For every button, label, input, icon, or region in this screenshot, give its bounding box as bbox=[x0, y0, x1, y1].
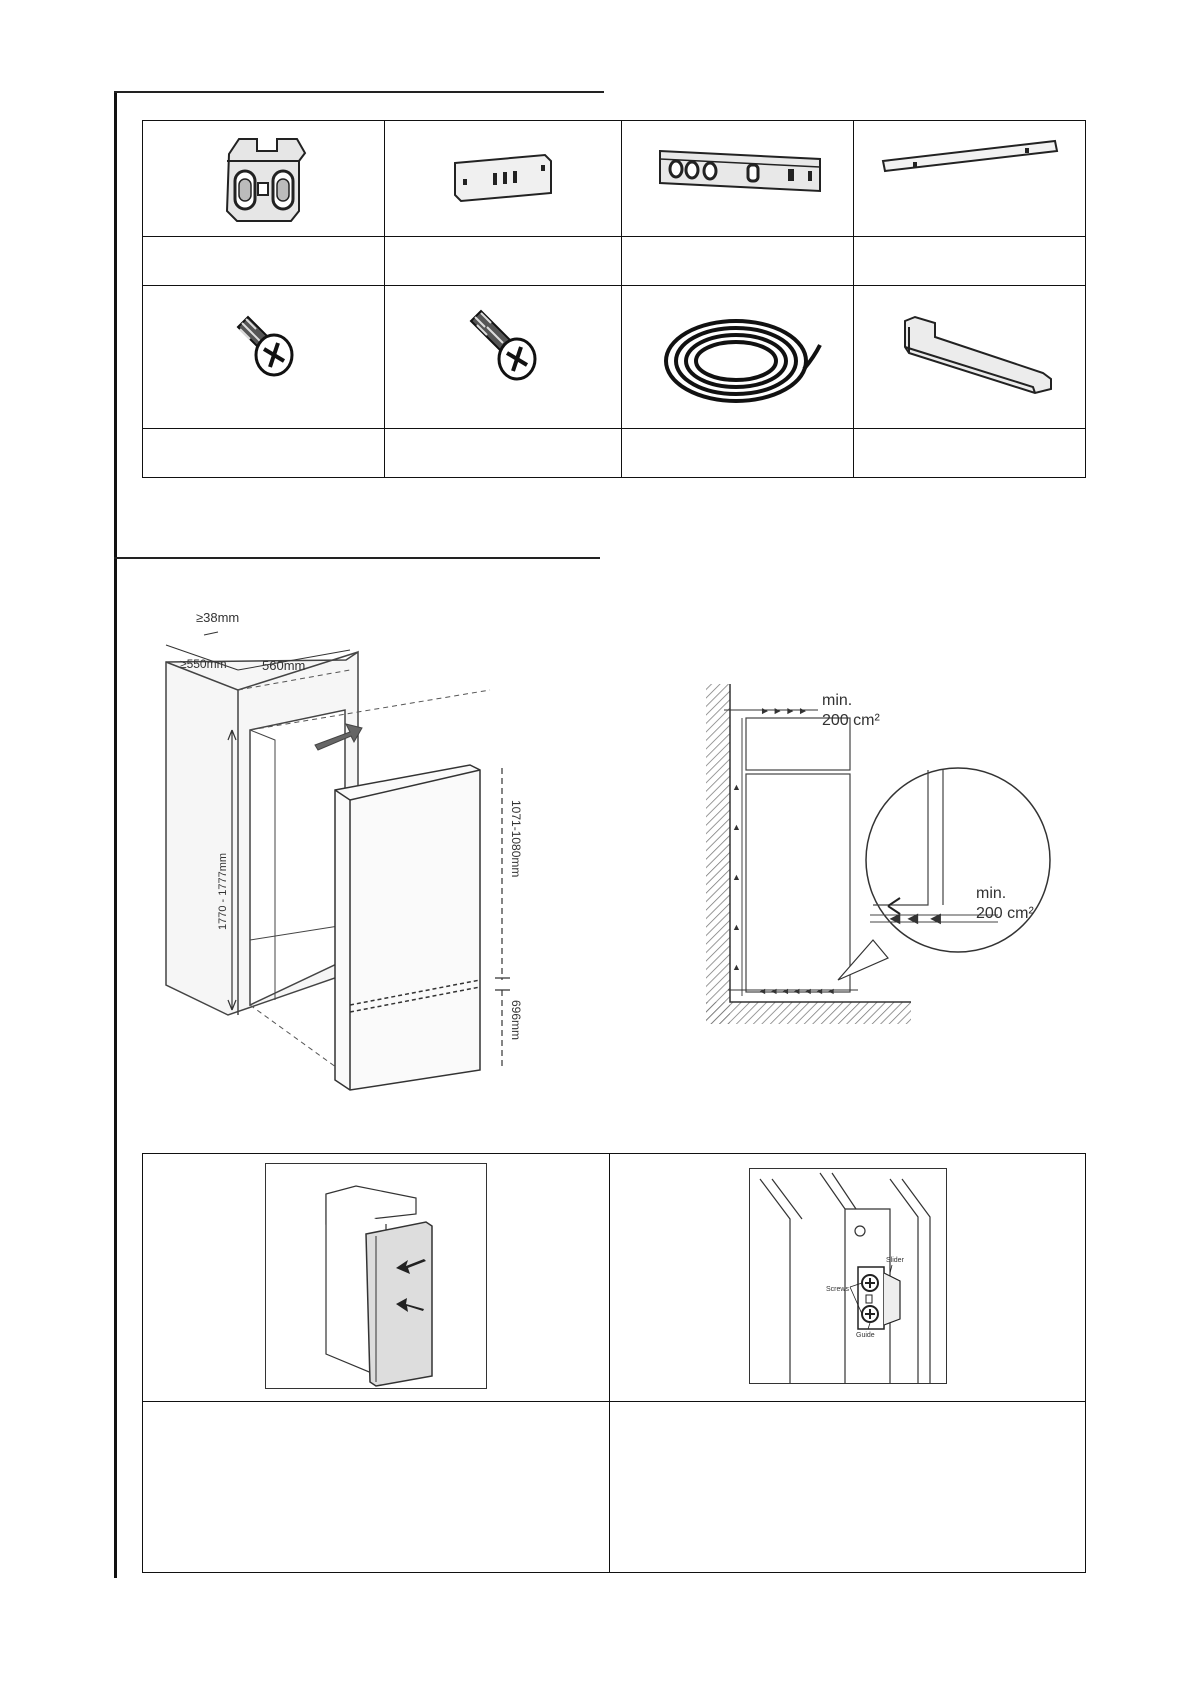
door-steps-table: Slider Screws Guide bbox=[142, 1153, 1086, 1573]
step-text-cell bbox=[142, 1401, 610, 1573]
slider-rail-icon bbox=[658, 149, 821, 192]
svg-text:▲: ▲ bbox=[732, 872, 741, 882]
angle-bracket-icon bbox=[903, 315, 1052, 395]
upper-height-label: 1071-1080mm bbox=[509, 800, 523, 877]
niche-dimensions-diagram: ≥38mm ≥550mm 560mm 1770 - 1777mm 1071-10… bbox=[165, 610, 523, 1091]
hinge-bracket-icon bbox=[225, 137, 306, 222]
accessory-cell bbox=[621, 120, 854, 237]
accessory-label bbox=[621, 236, 854, 286]
depth-label: ≥550mm bbox=[180, 657, 227, 671]
lower-height-label: 696mm bbox=[509, 1000, 523, 1040]
section-rule-accessories bbox=[114, 91, 604, 93]
svg-text:▲: ▲ bbox=[732, 782, 741, 792]
screws-callout: Screws bbox=[826, 1286, 849, 1293]
accessory-cell bbox=[621, 285, 854, 429]
fixing-plate-icon bbox=[454, 153, 552, 202]
accessory-label bbox=[621, 428, 854, 478]
svg-text:◄ ◄ ◄ ◄ ◄ ◄ ◄: ◄ ◄ ◄ ◄ ◄ ◄ ◄ bbox=[758, 986, 835, 996]
accessory-cell bbox=[853, 285, 1086, 429]
svg-text:▲: ▲ bbox=[732, 922, 741, 932]
slider-callout: Slider bbox=[886, 1257, 905, 1264]
section-rule-installation bbox=[114, 557, 600, 559]
accessory-cell bbox=[853, 120, 1086, 237]
niche-height-label: 1770 - 1777mm bbox=[217, 853, 229, 930]
vent-top-label-1: min. bbox=[822, 692, 852, 709]
depth-gap-label: ≥38mm bbox=[196, 610, 239, 625]
cover-strip-icon bbox=[881, 139, 1058, 172]
ventilation-diagram: ► ► ► ► ◄ ◄ ◄ ◄ ◄ ◄ ◄ ▲ ▲ ▲ ▲ ▲ min. 200… bbox=[706, 684, 1051, 1024]
accessory-label bbox=[142, 428, 385, 478]
short-screw-icon bbox=[236, 315, 293, 377]
accessory-cell bbox=[384, 120, 622, 237]
step-image-cell: Slider Screws Guide bbox=[609, 1153, 1086, 1402]
vent-top-label-2: 200 cm² bbox=[822, 712, 880, 729]
svg-text:► ► ► ►: ► ► ► ► bbox=[760, 706, 808, 717]
accessory-label bbox=[384, 236, 622, 286]
step-text-cell bbox=[609, 1401, 1086, 1573]
width-label: 560mm bbox=[262, 658, 305, 673]
svg-text:◄◄ ◄: ◄◄ ◄ bbox=[886, 908, 944, 928]
svg-text:▲: ▲ bbox=[732, 962, 741, 972]
vent-bottom-label-2: 200 cm² bbox=[976, 905, 1034, 922]
door-mounting-illustration bbox=[325, 1184, 433, 1387]
accessory-label bbox=[853, 428, 1086, 478]
sealing-strip-coil-icon bbox=[663, 319, 822, 403]
vent-bottom-label-1: min. bbox=[976, 885, 1006, 902]
slider-guide-illustration: Slider Screws Guide bbox=[759, 1172, 931, 1383]
accessory-cell bbox=[142, 120, 385, 237]
accessory-label bbox=[384, 428, 622, 478]
accessory-cell bbox=[384, 285, 622, 429]
long-screw-icon bbox=[469, 309, 537, 381]
accessories-table bbox=[142, 120, 1086, 478]
step-image-cell bbox=[142, 1153, 610, 1402]
accessory-cell bbox=[142, 285, 385, 429]
accessory-label bbox=[142, 236, 385, 286]
guide-callout: Guide bbox=[856, 1332, 875, 1339]
accessory-label bbox=[853, 236, 1086, 286]
page-margin-bar bbox=[114, 93, 117, 1578]
svg-text:▲: ▲ bbox=[732, 822, 741, 832]
